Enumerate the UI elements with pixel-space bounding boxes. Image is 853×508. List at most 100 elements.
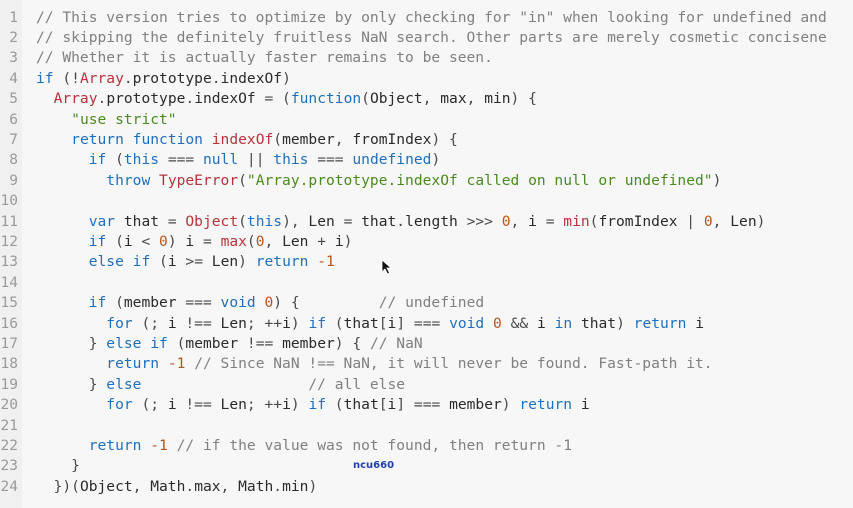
watermark-label: ncu660 xyxy=(353,460,395,471)
code-token: ) { xyxy=(334,334,370,352)
code-token: that xyxy=(343,314,379,332)
code-line[interactable]: for (; i !== Len; ++i) if (that[i] === m… xyxy=(36,395,589,415)
code-token: ] === xyxy=(396,396,450,414)
code-token: member xyxy=(449,396,502,414)
code-token: // This version tries to optimize by onl… xyxy=(36,8,827,26)
code-token: Len xyxy=(308,212,335,230)
code-token xyxy=(484,315,493,332)
code-line[interactable]: "use strict" xyxy=(36,110,176,130)
code-token: . xyxy=(273,477,283,495)
code-token: i xyxy=(282,314,291,332)
code-token: , xyxy=(220,477,239,495)
code-token: ) xyxy=(756,212,766,230)
code-token: ( xyxy=(106,294,124,312)
code-line[interactable]: return -1 // if the value was not found,… xyxy=(36,436,572,456)
code-token: // Since NaN !== NaN, it will never be f… xyxy=(194,355,713,373)
code-token: i xyxy=(185,232,195,250)
code-token: that xyxy=(361,212,397,230)
code-token xyxy=(308,253,317,270)
line-number: 14 xyxy=(0,274,18,291)
code-line[interactable]: if (member === void 0) { // undefined xyxy=(36,293,484,313)
line-number: 7 xyxy=(9,131,18,148)
code-token: === xyxy=(308,151,353,169)
code-token: ) xyxy=(343,232,353,250)
code-line[interactable]: for (; i !== Len; ++i) if (that[i] === v… xyxy=(36,314,704,334)
code-token: ) xyxy=(308,477,318,495)
code-token xyxy=(150,172,159,189)
code-token: undefined xyxy=(352,151,432,169)
code-token xyxy=(141,335,150,352)
code-line[interactable]: if (!Array.prototype.indexOf) xyxy=(36,69,291,89)
code-token xyxy=(36,90,54,107)
code-line[interactable]: } else if (member !== member) { // NaN xyxy=(36,334,423,354)
code-token: TypeError xyxy=(159,171,239,189)
code-token: ( xyxy=(150,253,168,271)
code-token: = xyxy=(334,212,362,230)
code-token: = ( xyxy=(255,90,291,108)
code-token: } xyxy=(36,375,107,393)
code-token: if xyxy=(132,253,151,271)
code-token: || xyxy=(238,151,274,169)
code-token: if xyxy=(308,396,327,414)
code-token: ( xyxy=(106,151,124,169)
code-token xyxy=(572,396,581,413)
code-line[interactable]: } else // all else xyxy=(36,375,405,395)
code-line[interactable]: // This version tries to optimize by onl… xyxy=(36,8,827,28)
code-line[interactable]: })(Object, Math.max, Math.min) xyxy=(36,477,318,497)
code-token: this xyxy=(273,151,309,169)
code-token: Array xyxy=(79,69,124,87)
line-number: 2 xyxy=(9,29,18,46)
code-token xyxy=(185,355,194,372)
code-token: >= xyxy=(176,253,212,271)
code-token: max xyxy=(440,90,467,108)
code-line[interactable]: throw TypeError("Array.prototype.indexOf… xyxy=(36,171,721,191)
code-line[interactable]: // skipping the definitely fruitless NaN… xyxy=(36,28,827,48)
code-token xyxy=(546,315,555,332)
code-token: [ xyxy=(378,396,388,414)
code-token: throw xyxy=(106,171,151,189)
code-token: && xyxy=(501,314,537,332)
code-token: . xyxy=(97,90,107,108)
code-line[interactable]: else if (i >= Len) return -1 xyxy=(36,252,335,272)
code-token: ) xyxy=(290,314,309,332)
code-token: , xyxy=(132,477,151,495)
code-token: ) xyxy=(238,253,256,271)
code-token: // skipping the definitely fruitless NaN… xyxy=(36,28,827,46)
code-line[interactable]: var that = Object(this), Len = that.leng… xyxy=(36,212,766,232)
line-number: 21 xyxy=(0,417,18,434)
code-token: prototype xyxy=(106,90,186,108)
line-number: 15 xyxy=(0,295,18,312)
line-number: 6 xyxy=(9,111,18,128)
code-line[interactable]: return -1 // Since NaN !== NaN, it will … xyxy=(36,354,713,374)
code-token: // all else xyxy=(308,375,406,393)
code-token: else xyxy=(106,334,142,352)
line-number: 24 xyxy=(0,478,18,495)
code-token xyxy=(572,315,581,332)
code-token: ) xyxy=(501,396,520,414)
code-token: . xyxy=(211,69,221,87)
code-token: !== xyxy=(238,334,283,352)
code-token: === xyxy=(176,294,221,312)
code-token: ( xyxy=(106,232,124,250)
code-token: Object xyxy=(369,90,423,108)
code-line[interactable]: Array.prototype.indexOf = (function(Obje… xyxy=(36,89,537,109)
code-line[interactable]: return function indexOf(member, fromInde… xyxy=(36,130,458,150)
code-token: fromIndex xyxy=(352,130,432,148)
code-token: , xyxy=(422,90,441,108)
code-token: -1 xyxy=(150,436,168,454)
code-line[interactable]: if (i < 0) i = max(0, Len + i) xyxy=(36,232,353,252)
code-line[interactable]: } xyxy=(36,456,80,476)
code-line[interactable]: if (this === null || this === undefined) xyxy=(36,150,441,170)
code-token: !== xyxy=(176,314,221,332)
code-line[interactable]: // Whether it is actually faster remains… xyxy=(36,48,493,68)
code-token: ) { xyxy=(510,90,537,108)
code-token: Object xyxy=(185,212,239,230)
code-token xyxy=(168,437,177,454)
code-token xyxy=(141,437,150,454)
code-token: ] === xyxy=(396,314,450,332)
code-token: indexOf xyxy=(211,130,274,148)
code-token: , xyxy=(264,232,283,250)
code-token: max xyxy=(194,477,221,495)
